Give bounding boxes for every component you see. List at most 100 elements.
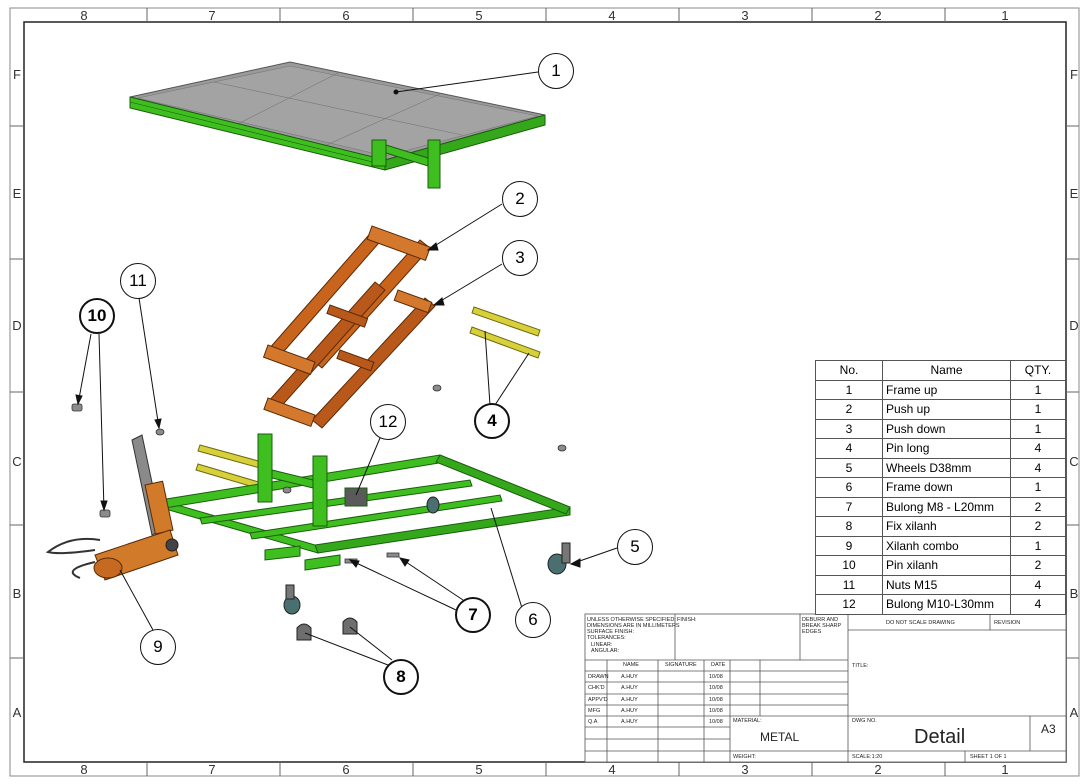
balloon-3: 3 (502, 240, 538, 276)
bom-no: 10 (815, 555, 883, 576)
zone-col-6-top: 6 (342, 8, 350, 23)
bom-no: 9 (815, 535, 883, 556)
bom-name: Wheels D38mm (882, 457, 1011, 478)
tb-title-label: TITLE: (852, 663, 869, 669)
tb-no-scale: DO NOT SCALE DRAWING (886, 620, 955, 626)
bom-qty: 2 (1010, 555, 1066, 576)
title-block-lines (584, 613, 1067, 763)
balloon-7: 7 (455, 597, 491, 633)
tb-unless: UNLESS OTHERWISE SPECIFIED: (587, 617, 676, 623)
zone-col-3-top: 3 (741, 8, 749, 23)
bom-no: 5 (815, 457, 883, 478)
tb-surface: SURFACE FINISH: (587, 629, 635, 635)
tb-date: 10/08 (709, 674, 723, 680)
zone-col-3-bottom: 3 (741, 762, 749, 777)
zone-col-7-bottom: 7 (208, 762, 216, 777)
zone-col-7-top: 7 (208, 8, 216, 23)
zone-col-6-bottom: 6 (342, 762, 350, 777)
tb-person: A.HUY (621, 708, 638, 714)
tb-angular: ANGULAR: (591, 648, 620, 654)
zone-row-c-left: C (12, 454, 22, 469)
tb-date: 10/08 (709, 719, 723, 725)
tb-deburr-1: DEBURR AND (802, 617, 839, 623)
balloon-11: 11 (120, 263, 156, 299)
zone-row-f-left: F (13, 67, 21, 82)
zone-row-e-left: E (12, 186, 22, 201)
zone-col-2-top: 2 (874, 8, 882, 23)
zone-col-2-bottom: 2 (874, 762, 882, 777)
bom-no: 7 (815, 496, 883, 517)
fix-xilanh-part (296, 617, 358, 641)
bom-no: 3 (815, 418, 883, 439)
bom-name: Frame up (882, 379, 1011, 400)
pin-long-part (195, 306, 541, 490)
tb-role: APPV'D (588, 697, 608, 703)
bom-qty: 4 (1010, 457, 1066, 478)
balloon-9: 9 (140, 629, 176, 665)
tb-date: 10/08 (709, 708, 723, 714)
tb-person: A.HUY (621, 697, 638, 703)
zone-col-8-top: 8 (80, 8, 88, 23)
tb-col-date: DATE (711, 662, 726, 668)
bom-header-row: No. Name QTY. (815, 360, 1066, 381)
zone-col-1-top: 1 (1001, 8, 1009, 23)
tb-deburr-2: BREAK SHARP (802, 623, 842, 629)
zone-col-5-top: 5 (475, 8, 483, 23)
zone-col-4-bottom: 4 (608, 762, 616, 777)
zone-col-5-bottom: 5 (475, 762, 483, 777)
tb-dims: DIMENSIONS ARE IN MILLIMETERS (587, 623, 680, 629)
bom-qty: 4 (1010, 594, 1066, 615)
bom-no: 8 (815, 516, 883, 537)
frame-up-part (129, 61, 546, 189)
tb-col-name: NAME (623, 662, 639, 668)
tb-tolerances: TOLERANCES: (587, 635, 626, 641)
tb-scale: SCALE:1:20 (852, 754, 883, 760)
bom-name: Frame down (882, 477, 1011, 498)
tb-weight-label: WEIGHT: (733, 754, 756, 760)
tb-person: A.HUY (621, 674, 638, 680)
tb-role: Q.A (588, 719, 598, 725)
zone-col-8-bottom: 8 (80, 762, 88, 777)
bom-name: Pin xilanh (882, 555, 1011, 576)
bom-name: Pin long (882, 438, 1011, 459)
tb-revision: REVISION (994, 620, 1021, 626)
bom-qty: 1 (1010, 399, 1066, 420)
bom-no: 2 (815, 399, 883, 420)
bom-qty: 4 (1010, 438, 1066, 459)
bom-qty: 2 (1010, 516, 1066, 537)
zone-ticks (10, 8, 1079, 776)
tb-dwg-number: Detail (914, 726, 966, 748)
zone-col-4-top: 4 (608, 8, 616, 23)
xilanh-combo-part (45, 434, 179, 581)
balloon-2: 2 (502, 181, 538, 217)
tb-role: DRAWN (588, 674, 609, 680)
balloon-4: 4 (474, 403, 510, 439)
balloon-8: 8 (383, 659, 419, 695)
bom-name: Xilanh combo (882, 535, 1011, 556)
tb-person: A.HUY (621, 685, 638, 691)
tb-finish: FINISH: (677, 617, 697, 623)
tb-role: CHK'D (588, 685, 605, 691)
push-frames-part (262, 225, 436, 429)
bom-name: Fix xilanh (882, 516, 1011, 537)
balloon-1: 1 (538, 53, 574, 89)
bom-no: 11 (815, 574, 883, 595)
balloon-10: 10 (79, 298, 115, 334)
tb-role: MFG (588, 708, 601, 714)
balloon-12: 12 (370, 404, 406, 440)
bom-no: 12 (815, 594, 883, 615)
zone-row-a-right: A (1069, 705, 1079, 720)
bom-qty: 1 (1010, 379, 1066, 400)
bom-qty: 2 (1010, 496, 1066, 517)
zone-row-e-right: E (1069, 186, 1079, 201)
